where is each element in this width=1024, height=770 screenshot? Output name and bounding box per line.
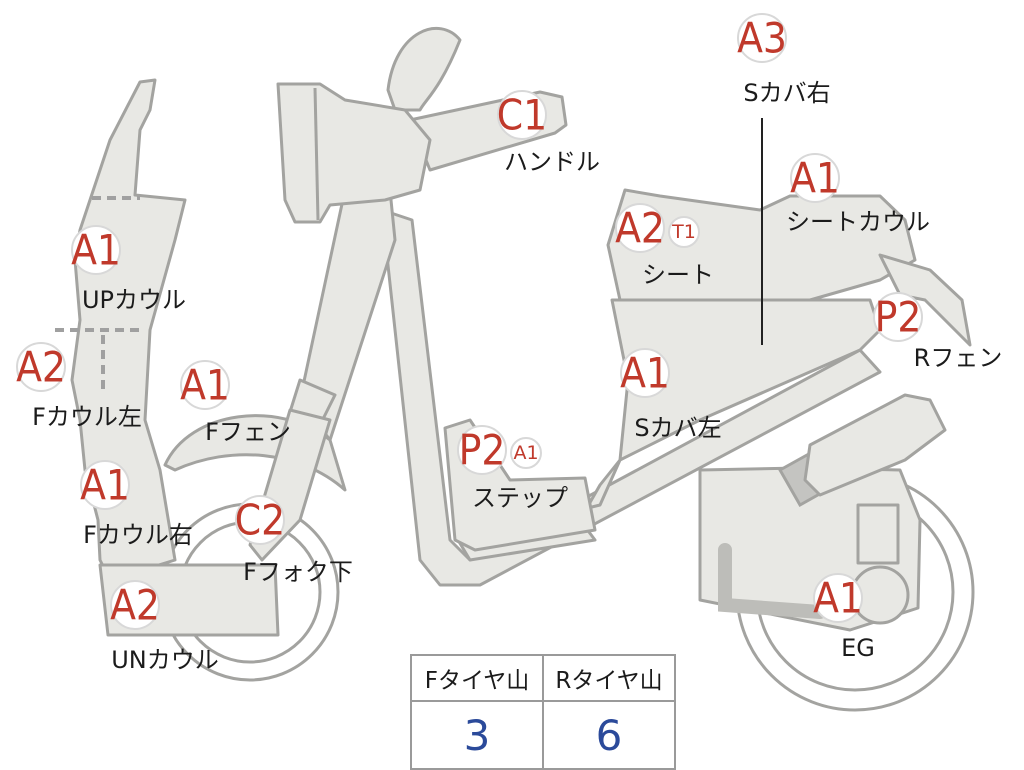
rear-shock-shape (803, 393, 947, 497)
grade-badge (873, 292, 923, 342)
front-tire-value: 3 (410, 700, 544, 770)
part-annotation-handle: C1 ハンドル (497, 90, 600, 176)
grade-code: A1 (71, 226, 121, 275)
grade-code: A2 (615, 204, 665, 253)
front-tire-header: Fタイヤ山 (410, 654, 544, 702)
grade-code: A2 (16, 343, 66, 392)
main-frame (380, 208, 882, 587)
grade-badge (80, 460, 130, 510)
grade-badge (71, 225, 121, 275)
part-label: Fフォク下 (243, 558, 353, 586)
part-label: ステップ (472, 484, 568, 512)
grade-badge (790, 153, 840, 203)
part-label: UNカウル (111, 646, 219, 674)
part-label: UPカウル (82, 286, 186, 314)
grade-code: P2 (875, 293, 922, 342)
grade-code: A1 (180, 361, 230, 410)
part-label: シートカウル (786, 208, 930, 236)
rear-tire-value: 6 (542, 700, 676, 770)
grade-badge (620, 348, 670, 398)
grade-code: C2 (235, 496, 285, 545)
part-annotation-step: P2 A1 ステップ (457, 425, 568, 512)
part-label: EG (841, 634, 875, 662)
grade-badge (615, 203, 665, 253)
sub-grade-badge (668, 216, 700, 248)
exhaust-pipe (718, 543, 827, 619)
grade-code: A1 (620, 349, 670, 398)
part-label: シート (642, 261, 714, 289)
grade-code: A3 (737, 14, 787, 63)
part-label: Fカウル右 (83, 521, 193, 549)
tire-table-header-row: Fタイヤ山 Rタイヤ山 (410, 654, 676, 702)
part-annotation-seat: A2 T1 シート (615, 203, 714, 289)
part-label: ハンドル (504, 148, 600, 176)
tire-tread-table: Fタイヤ山 Rタイヤ山 3 6 (410, 654, 676, 770)
grade-badge (737, 13, 787, 63)
grade-annotations: A1UPカウルA2Fカウル左A1Fカウル右A2UNカウルA1FフェンC2Fフォク… (16, 13, 1003, 674)
sub-grade-code: A1 (513, 442, 538, 464)
grade-code: A1 (813, 574, 863, 623)
sub-grade-badge (510, 437, 542, 469)
part-annotation-seat-cowl: A1 シートカウル (786, 153, 930, 236)
part-label: Fカウル左 (32, 403, 142, 431)
sub-grade-code: T1 (671, 221, 696, 243)
grade-badge (497, 90, 547, 140)
part-label: Fフェン (205, 418, 291, 446)
grade-code: A2 (110, 581, 160, 630)
grade-code: C1 (497, 91, 547, 140)
grade-badge (457, 425, 507, 475)
grade-code: A1 (80, 461, 130, 510)
grade-badge (110, 580, 160, 630)
part-label: Sカバ右 (743, 79, 830, 107)
grade-code: P2 (459, 426, 506, 475)
tire-table-value-row: 3 6 (410, 700, 676, 770)
grade-badge (180, 360, 230, 410)
windshield-shape (386, 27, 462, 112)
part-label: Sカバ左 (634, 414, 721, 442)
grade-badge (16, 342, 66, 392)
rear-tire-header: Rタイヤ山 (542, 654, 676, 702)
grade-code: A1 (790, 154, 840, 203)
grade-badge (235, 495, 285, 545)
grade-badge (813, 573, 863, 623)
part-label: Rフェン (914, 344, 1003, 372)
